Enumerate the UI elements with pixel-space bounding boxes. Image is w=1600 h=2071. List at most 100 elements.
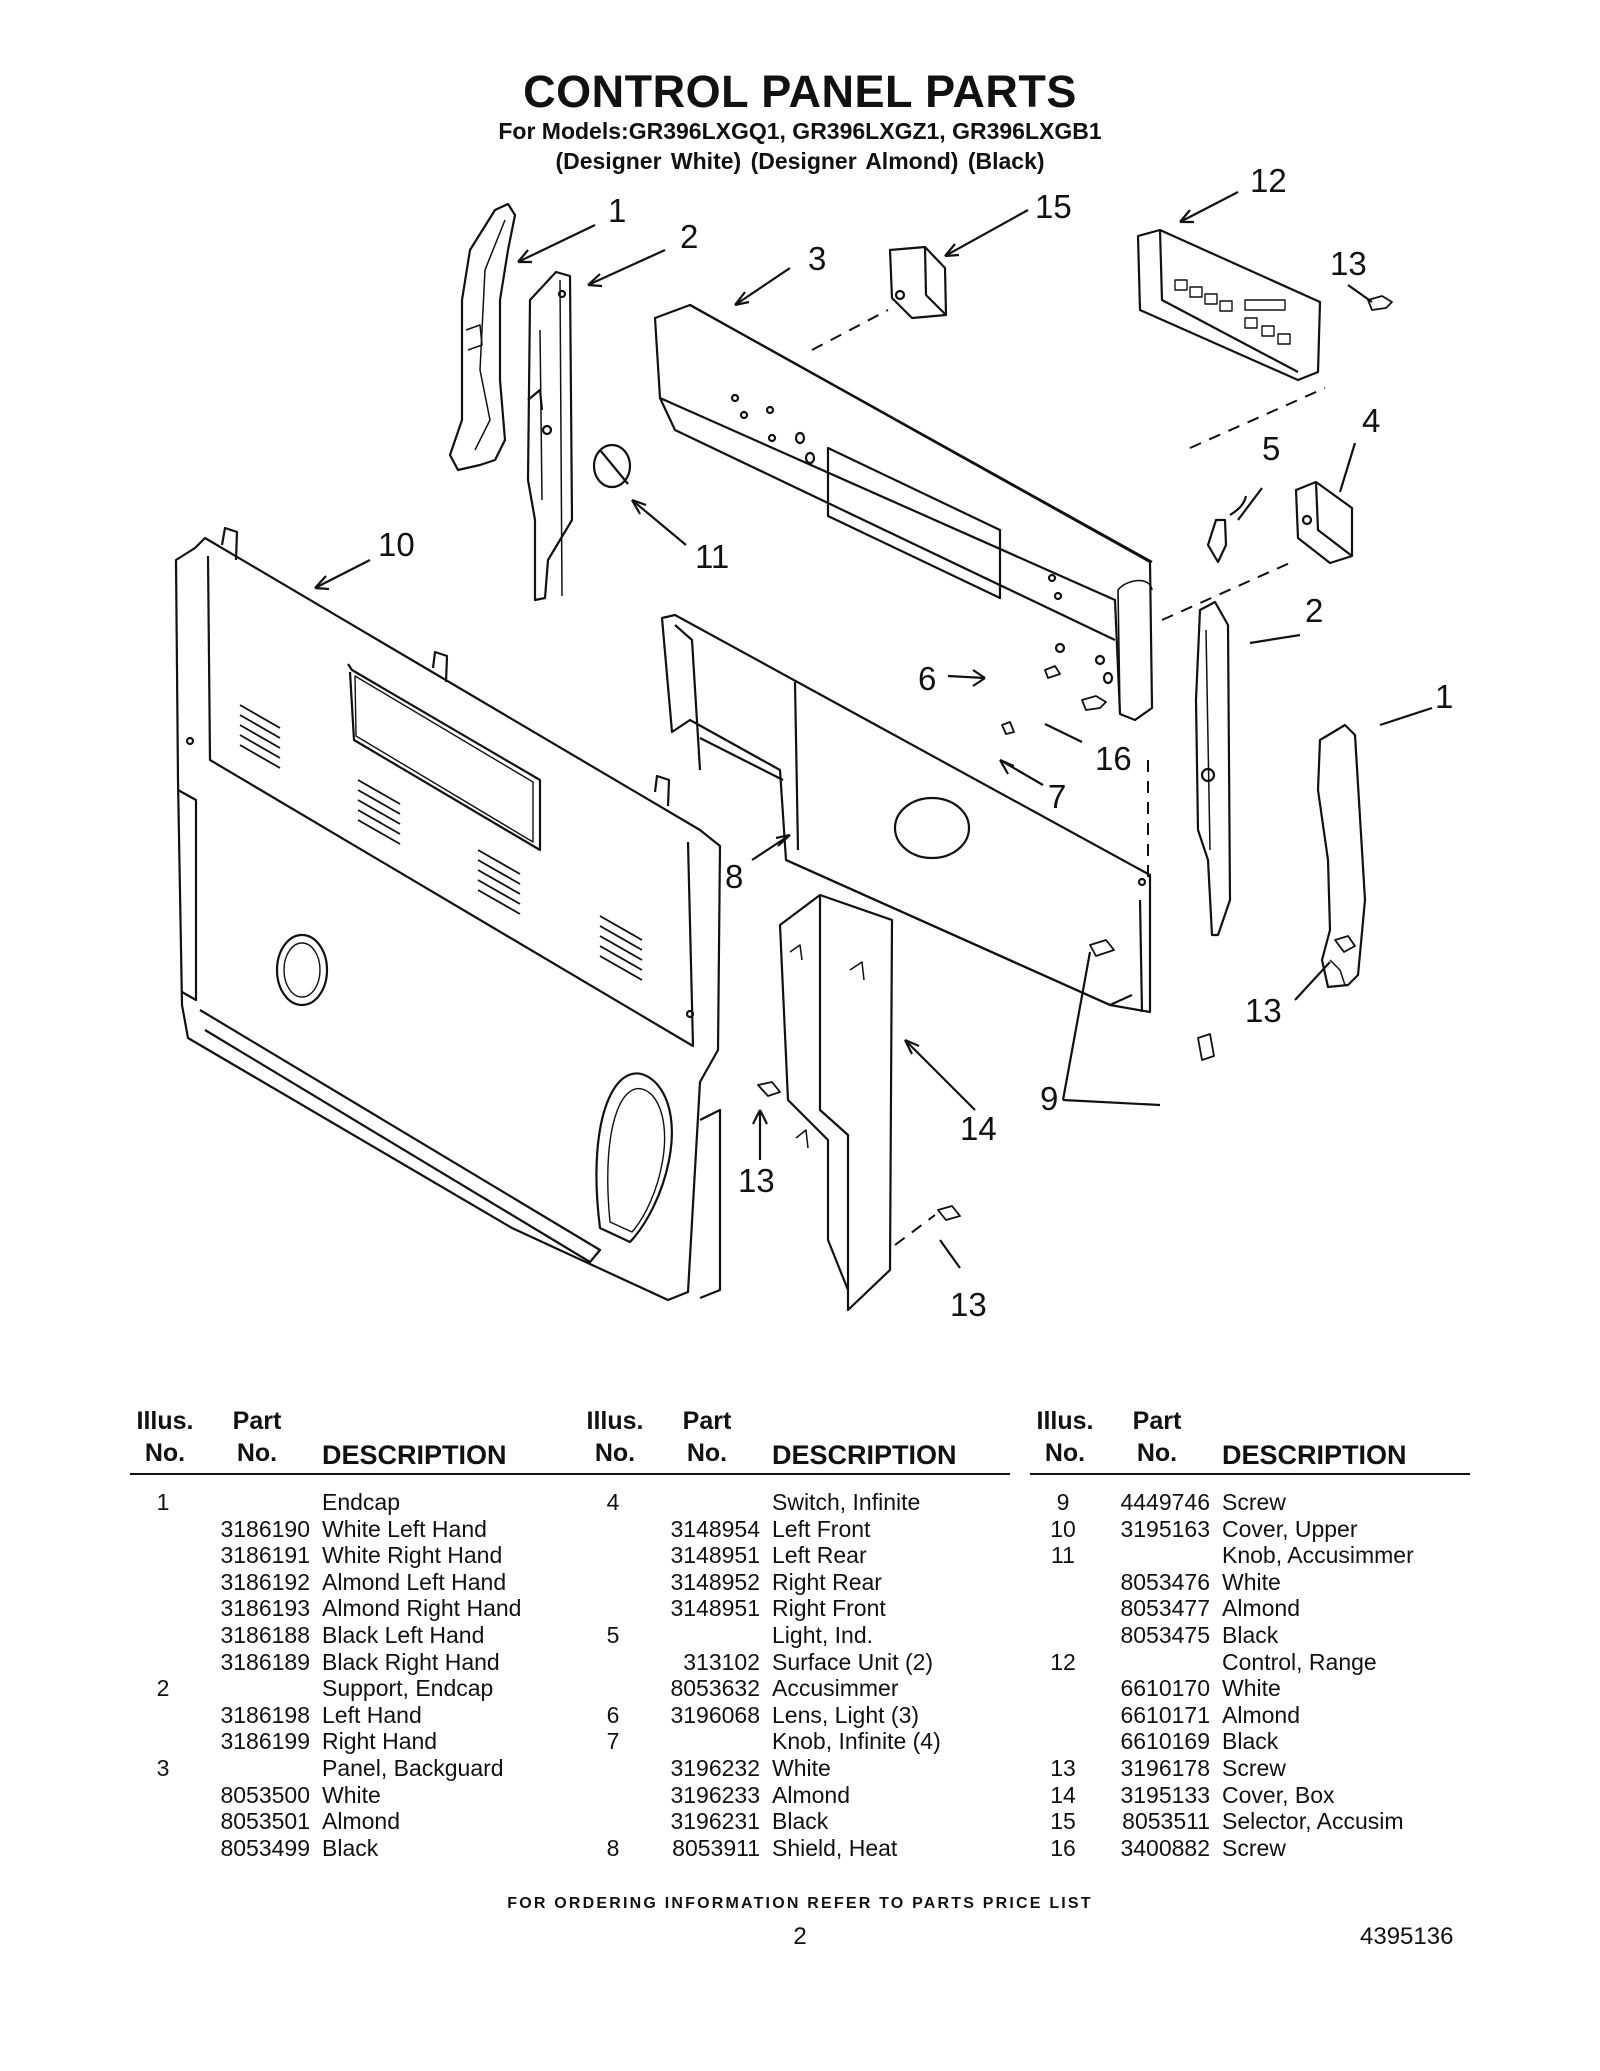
part-number: 8053911 — [672, 1834, 760, 1861]
part-cover-upper — [174, 526, 722, 1302]
part-description: White Left Hand — [322, 1515, 487, 1542]
callout-8: 8 — [725, 858, 743, 895]
illus-number: 3 — [156, 1754, 170, 1781]
callout-13-right: 13 — [1245, 992, 1282, 1029]
part-description: Screw — [1222, 1754, 1286, 1781]
illus-number: 15 — [1050, 1808, 1076, 1835]
part-number: 3186199 — [220, 1728, 310, 1755]
illus-number: 7 — [606, 1728, 620, 1755]
part-number: 3148954 — [670, 1515, 760, 1542]
part-description: Black Right Hand — [322, 1648, 500, 1675]
callout-3: 3 — [808, 240, 826, 277]
part-description: Almond Left Hand — [322, 1568, 507, 1595]
callout-1-left: 1 — [608, 192, 626, 229]
part-number: 3148952 — [670, 1568, 760, 1595]
part-number: 6610171 — [1120, 1701, 1210, 1728]
alignment-lines — [811, 309, 1326, 1246]
part-number: 6610169 — [1120, 1728, 1210, 1755]
callout-15: 15 — [1035, 188, 1072, 225]
part-description: Accusimmer — [772, 1675, 899, 1702]
part-light-indicator — [1206, 495, 1248, 564]
header-illus-no: Illus.No. — [136, 1407, 194, 1467]
part-number: 3148951 — [670, 1595, 760, 1622]
part-number: 3186193 — [220, 1595, 310, 1622]
illus-number: 10 — [1050, 1515, 1076, 1542]
header-illus-no: Illus.No. — [586, 1407, 644, 1467]
callout-2-right: 2 — [1305, 592, 1323, 629]
part-description: Knob, Infinite (4) — [772, 1728, 941, 1755]
part-description: Black — [1222, 1728, 1279, 1755]
callout-10: 10 — [378, 526, 415, 563]
part-description: Black Left Hand — [322, 1621, 485, 1648]
illus-number: 13 — [1050, 1754, 1076, 1781]
callout-14: 14 — [960, 1110, 997, 1147]
part-number: 3186198 — [220, 1701, 310, 1728]
part-description: White — [322, 1781, 381, 1808]
part-description: Control, Range — [1222, 1648, 1377, 1675]
table-row: 3186189 Black Right Hand — [130, 1649, 580, 1676]
callout-12: 12 — [1250, 162, 1287, 199]
part-switch-infinite — [1294, 480, 1354, 565]
header-illus-no: Illus.No. — [1036, 1407, 1094, 1467]
part-number: 8053475 — [1120, 1621, 1210, 1648]
callout-5: 5 — [1262, 430, 1280, 467]
callout-numbers: 1 2 3 15 12 13 4 5 10 11 2 6 1 16 7 8 13… — [378, 162, 1453, 1323]
page-number: 2 — [793, 1923, 807, 1950]
part-number: 8053500 — [220, 1781, 310, 1808]
colors-line: (Designer White) (Designer Almond) (Blac… — [555, 148, 1045, 174]
illus-number: 9 — [1056, 1489, 1070, 1515]
part-number: 3195133 — [1120, 1781, 1210, 1808]
part-number: 313102 — [683, 1648, 760, 1675]
part-description: White — [1222, 1675, 1281, 1702]
screw-group — [757, 295, 1393, 1221]
part-endcap-right — [1316, 723, 1367, 989]
part-number: 8053511 — [1122, 1808, 1210, 1835]
part-number: 3186189 — [220, 1648, 310, 1675]
part-selector-accusim — [888, 245, 948, 320]
callout-1-right: 1 — [1435, 678, 1453, 715]
part-number: 8053476 — [1120, 1568, 1210, 1595]
part-description: Almond — [1222, 1595, 1300, 1622]
illus-number: 5 — [606, 1621, 620, 1648]
callout-11: 11 — [695, 538, 729, 575]
part-number: 3196232 — [670, 1754, 760, 1781]
part-number: 6610170 — [1120, 1675, 1210, 1702]
part-description: Screw — [1222, 1834, 1286, 1861]
part-description: White Right Hand — [322, 1542, 503, 1569]
part-number: 3148951 — [670, 1542, 760, 1569]
part-control-range — [1136, 228, 1322, 382]
illus-number: 6 — [606, 1701, 620, 1728]
callout-13-left: 13 — [738, 1162, 775, 1199]
table-row: 8053500 White — [130, 1782, 580, 1809]
part-description: Surface Unit (2) — [772, 1648, 934, 1675]
exploded-parts-diagram: 1 2 3 15 12 13 4 5 10 11 2 6 1 16 7 8 13… — [174, 162, 1453, 1323]
callout-4: 4 — [1362, 402, 1380, 439]
part-number: 3196233 — [670, 1781, 760, 1808]
ordering-note: FOR ORDERING INFORMATION REFER TO PARTS … — [507, 1895, 1093, 1912]
part-endcap-left — [448, 202, 517, 472]
part-description: White — [772, 1754, 831, 1781]
